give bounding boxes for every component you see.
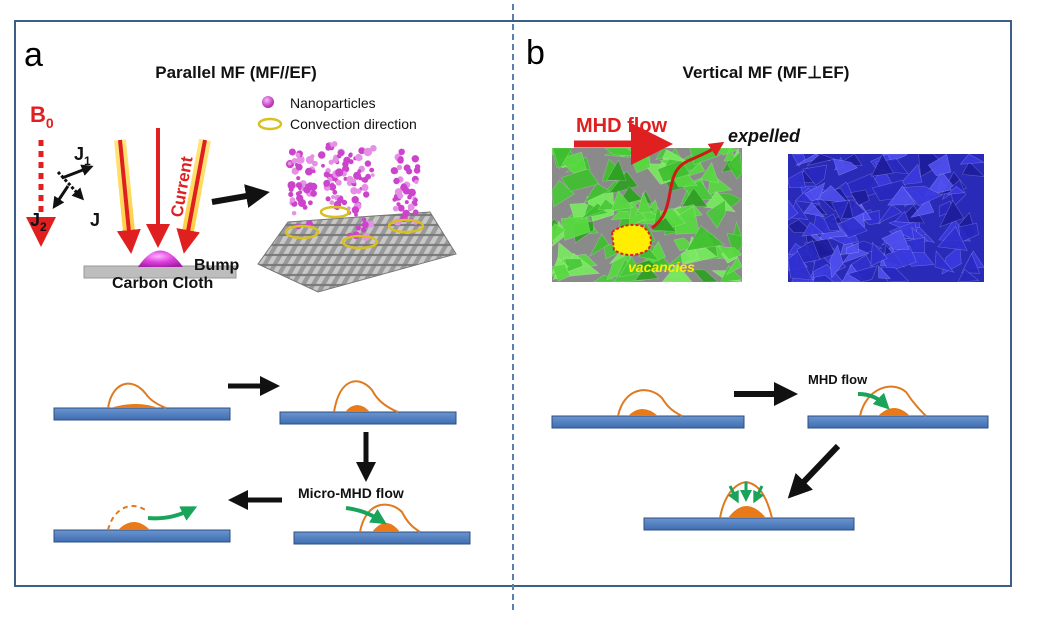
mhd-flow-small-label: MHD flow: [808, 372, 868, 387]
cloth-3d-illustration: [257, 141, 457, 293]
legend-nanoparticles: Nanoparticles: [290, 95, 376, 111]
panel-a-title: Parallel MF (MF//EF): [155, 63, 317, 82]
micro-mhd-label: Micro-MHD flow: [298, 485, 404, 501]
b0-label: B0: [30, 102, 54, 131]
panel-a-process: Micro-MHD flow: [53, 376, 471, 545]
panel-b-title: Vertical MF (MF⊥EF): [683, 63, 850, 82]
blue-crystal-render: [787, 153, 986, 283]
j1-label: J1: [74, 144, 91, 168]
j-arrow: [56, 170, 85, 201]
legend-nanoparticle-swatch: [262, 96, 274, 108]
current-arrows: [114, 128, 211, 254]
j2-label: J2: [30, 210, 47, 234]
panel-b-process: MHD flow: [551, 372, 989, 531]
green-crystal-render: vacancies: [551, 141, 743, 283]
expelled-label: expelled: [728, 126, 801, 146]
process-arrow-top: [211, 184, 270, 208]
mhd-flow-label: MHD flow: [576, 115, 668, 137]
j-label: J: [90, 210, 100, 230]
panel-a-letter: a: [24, 36, 43, 74]
j2-arrow: [52, 185, 70, 209]
panel-a: a Parallel MF (MF//EF) B0 J1 J2 J Curren…: [24, 36, 471, 545]
legend-convection-swatch: [257, 117, 283, 131]
bump-label: Bump: [194, 257, 240, 274]
j1-arrow: [61, 164, 94, 180]
magenta-bump: [138, 250, 183, 267]
panel-b: b Vertical MF (MF⊥EF) vacancies MHD flow…: [526, 34, 989, 531]
panel-b-letter: b: [526, 34, 545, 72]
vacancies-label: vacancies: [628, 259, 695, 275]
legend-convection: Convection direction: [290, 116, 417, 132]
carbon-cloth-label: Carbon Cloth: [112, 275, 213, 292]
